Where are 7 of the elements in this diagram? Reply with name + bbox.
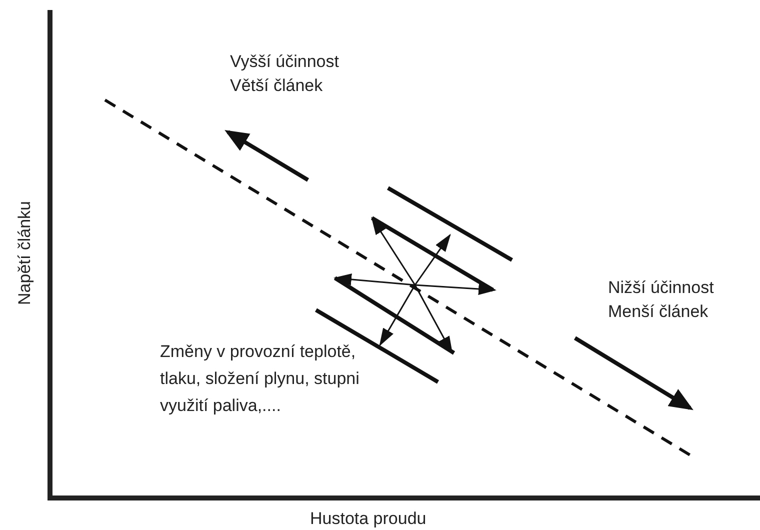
axis-title: Hustota proudu bbox=[310, 508, 426, 530]
axis-title: Napětí článku bbox=[14, 201, 35, 305]
annotation-text: Vyšší účinnost bbox=[230, 51, 339, 73]
annotation-text: Menší článek bbox=[608, 301, 708, 323]
annotation-text: Nižší účinnost bbox=[608, 277, 714, 299]
annotation-text: Větší článek bbox=[230, 75, 323, 97]
annotation-text: Změny v provozní teplotě, tlaku, složení plynu, stupni využití paliva,.... bbox=[160, 341, 360, 417]
